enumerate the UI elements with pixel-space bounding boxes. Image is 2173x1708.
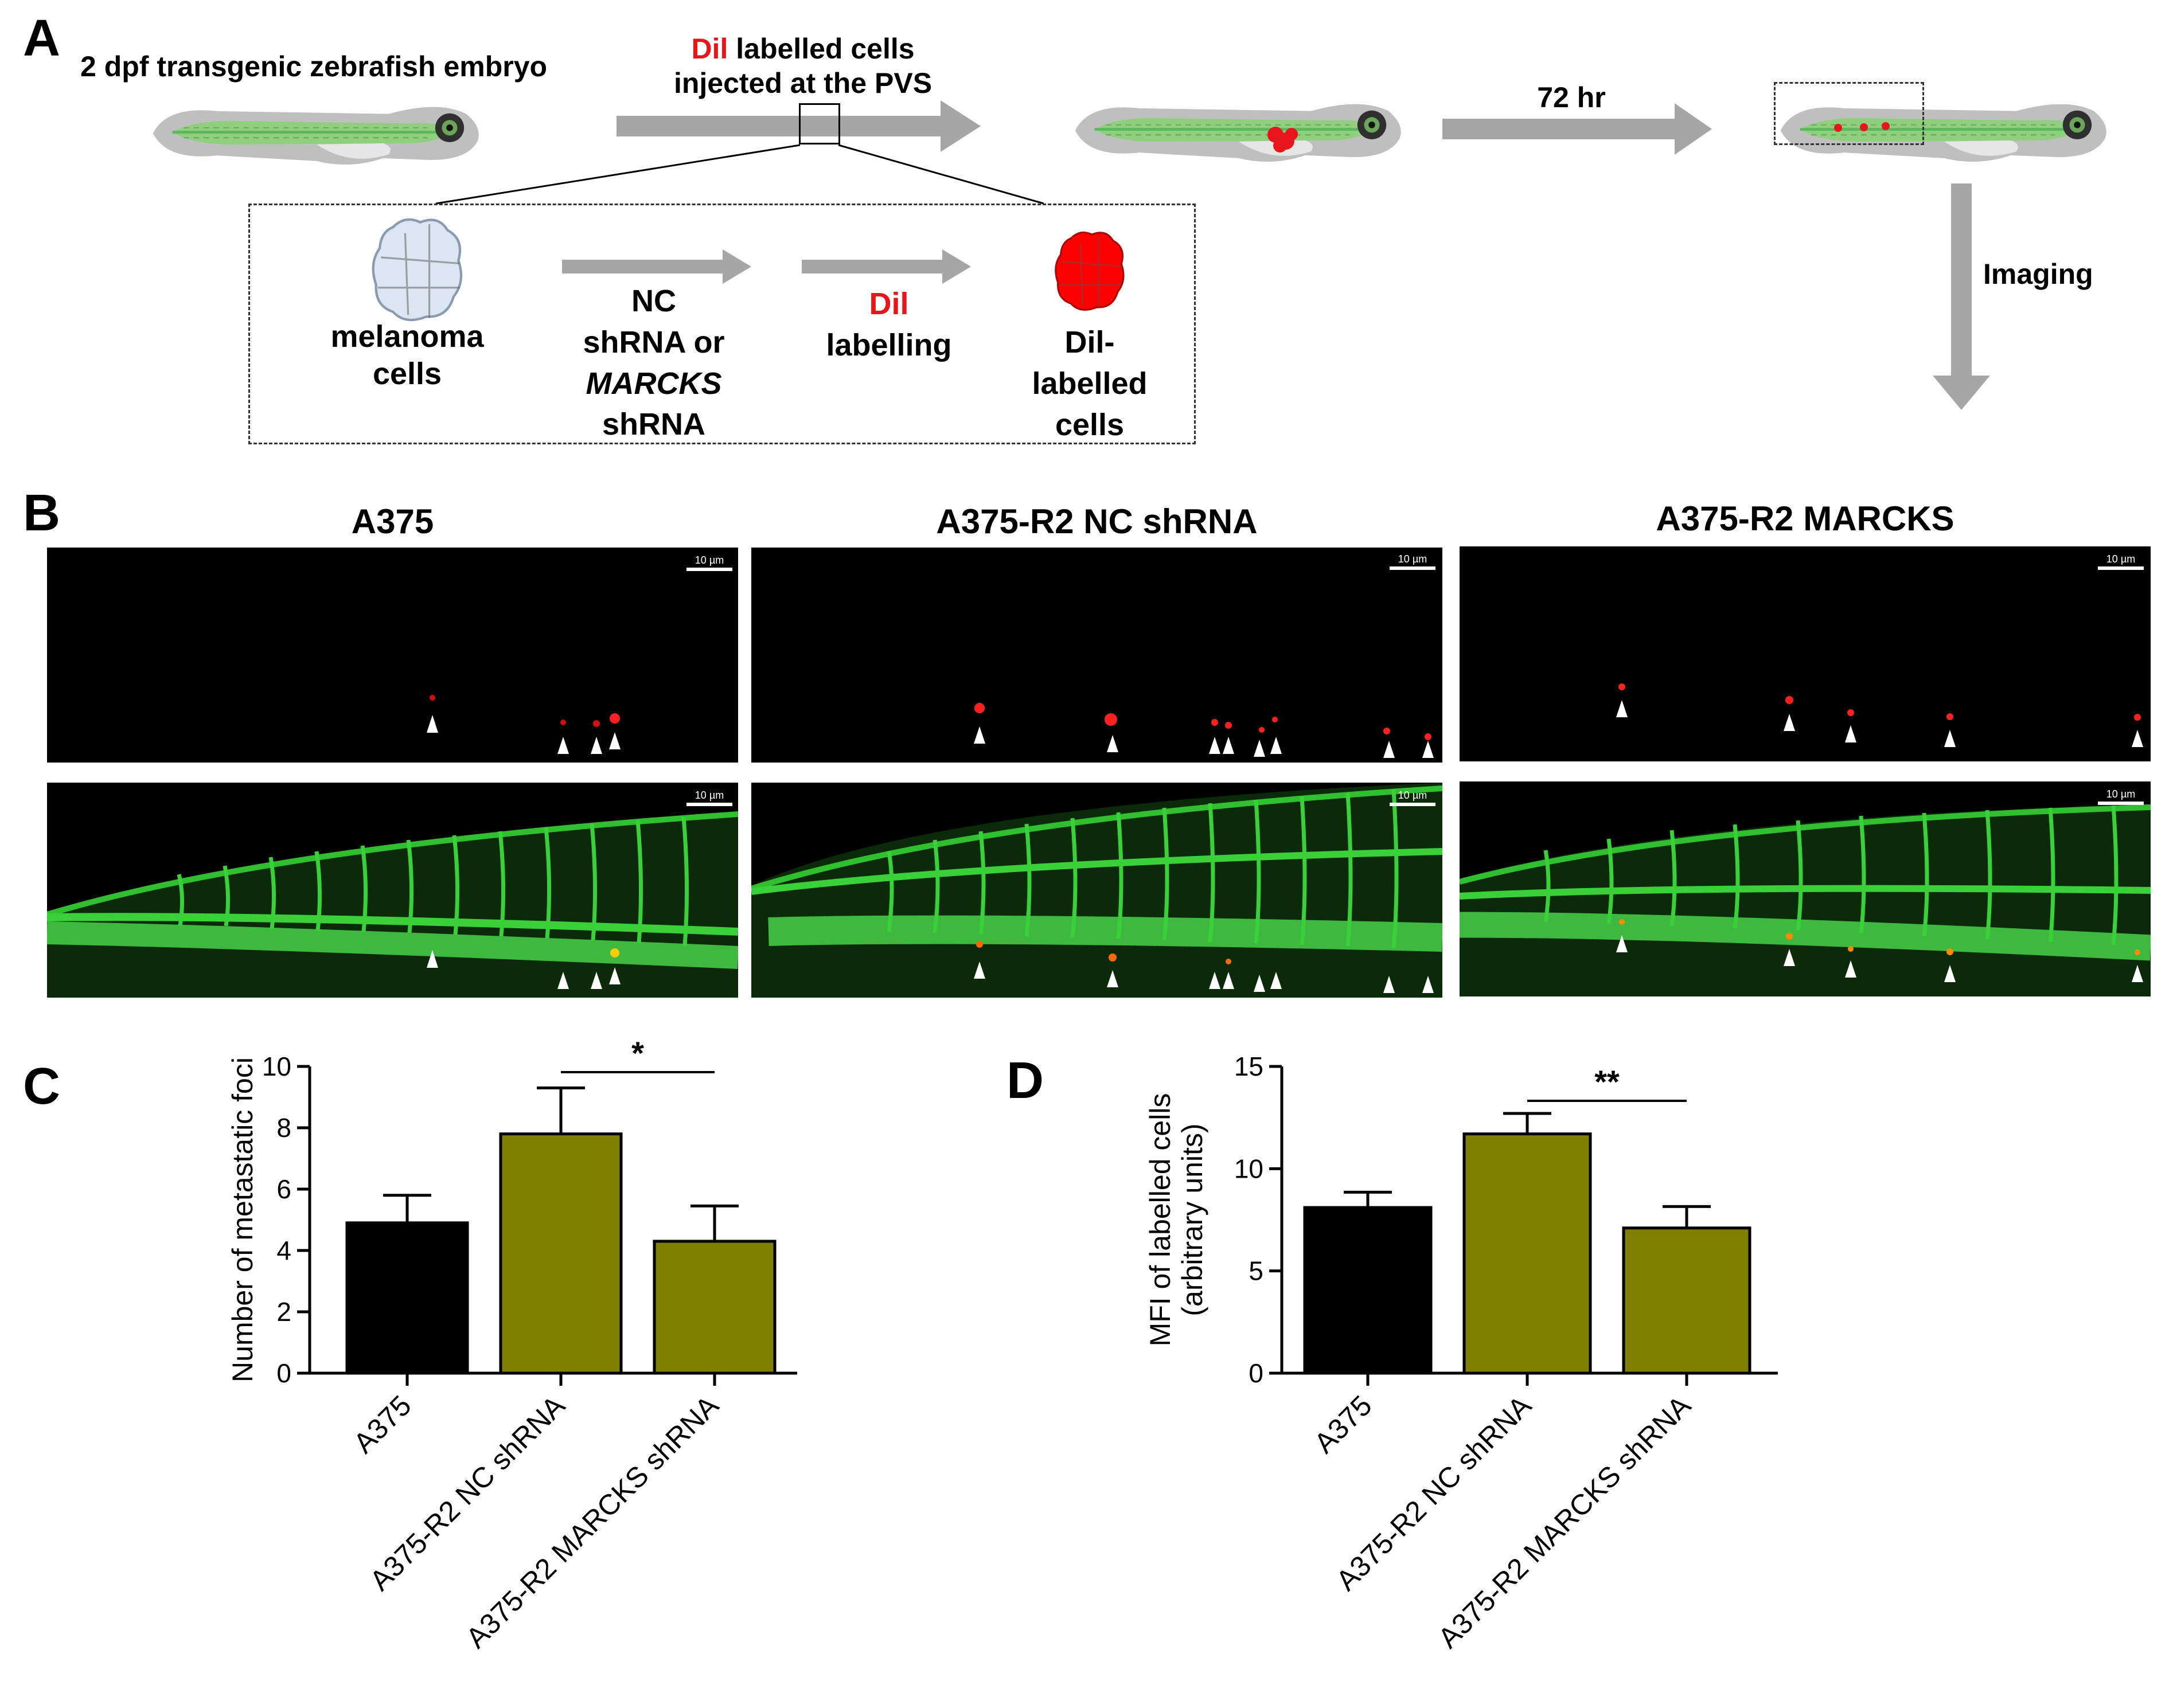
y-tick-label: 2	[276, 1297, 291, 1327]
y-tick-label: 10	[1234, 1154, 1263, 1183]
panel-letter-a: A	[23, 10, 60, 67]
x-tick-label: A375	[1308, 1389, 1378, 1459]
shrna-label: NC shRNA or MARCKS shRNA	[551, 281, 757, 445]
scale-bar: 10 µm	[1387, 553, 1438, 570]
scale-bar: 10 µm	[2095, 788, 2147, 805]
labelled-line1: Dil-	[1064, 325, 1115, 359]
scale-bar: 10 µm	[684, 789, 735, 806]
melanoma-cells-icon	[367, 215, 467, 324]
scale-bar: 10 µm	[1387, 789, 1438, 806]
x-tick-label: A375	[348, 1389, 418, 1459]
panel-letter-d: D	[1006, 1052, 1044, 1109]
time-label: 72 hr	[1537, 81, 1606, 114]
y-axis-label: Number of metastatic foci	[227, 1057, 259, 1382]
protocol-box	[248, 204, 1196, 444]
y-tick-label: 15	[1234, 1052, 1263, 1081]
micrograph-marcks-red: 10 µm	[1460, 546, 2151, 761]
inject-rest-text: labelled cells	[728, 33, 915, 65]
inject-label: Dil labelled cells injected at the PVS	[631, 32, 975, 100]
panel-letter-c: C	[23, 1058, 60, 1115]
imaging-arrow	[1933, 183, 1990, 410]
y-tick-label: 0	[276, 1358, 291, 1388]
shrna-line3: MARCKS	[586, 366, 722, 401]
inject-arrow	[617, 100, 981, 152]
y-tick-label: 5	[1249, 1256, 1263, 1286]
labelled-cells-icon	[1054, 231, 1125, 311]
panel-b-title-1: A375	[351, 502, 434, 541]
inject-line2-text: injected at the PVS	[673, 67, 933, 99]
micrograph-nc-red: 10 µm	[751, 548, 1442, 763]
significance-label: *	[631, 1035, 644, 1071]
cells-label-line2: cells	[372, 356, 442, 391]
embryo-label: 2 dpf transgenic zebrafish embryo	[80, 50, 548, 83]
micrograph-nc-green: 10 µm	[751, 783, 1442, 998]
imaging-label: Imaging	[1983, 258, 2093, 290]
imaging-region-box	[1774, 82, 1924, 145]
shrna-line1: NC	[631, 284, 676, 318]
panel-b-title-2: A375-R2 NC shRNA	[936, 502, 1258, 541]
shrna-line4: shRNA	[602, 407, 705, 442]
bar	[345, 1221, 469, 1375]
cells-label-line1: melanoma	[330, 319, 484, 354]
micrograph-marcks-green: 10 µm	[1460, 781, 2151, 996]
panel-b-title-3: A375-R2 MARCKS	[1656, 499, 1954, 538]
y-tick-label: 10	[262, 1052, 291, 1081]
injection-site-box	[799, 103, 840, 144]
inject-dil-text: Dil	[691, 33, 728, 65]
y-tick-label: 4	[276, 1236, 291, 1265]
bar	[653, 1240, 777, 1375]
dil-labelling-line1: Dil	[869, 287, 909, 321]
embryo-illustration-3	[1778, 86, 2110, 175]
micrograph-a375-red: 10 µm	[47, 548, 738, 763]
melanoma-cells-label: melanoma cells	[304, 318, 510, 393]
zoom-lines	[435, 144, 1044, 205]
embryo-illustration-2	[1072, 86, 1405, 175]
x-tick-label: A375-R2 MARCKS shRNA	[1432, 1389, 1697, 1654]
bar	[1462, 1132, 1592, 1375]
scale-bar: 10 µm	[684, 554, 735, 571]
shrna-line2: shRNA or	[583, 325, 725, 359]
significance-label: **	[1594, 1064, 1620, 1100]
scale-bar: 10 µm	[2095, 553, 2147, 570]
micrograph-a375-green: 10 µm	[47, 783, 738, 998]
labelling-arrow	[802, 249, 971, 284]
bar	[1622, 1226, 1751, 1375]
x-tick-label: A375-R2 MARCKS shRNA	[460, 1389, 725, 1654]
shrna-arrow	[562, 249, 751, 284]
dil-labelling-line2: labelling	[826, 327, 952, 362]
labelled-line2: labelled	[1032, 366, 1148, 401]
y-tick-label: 8	[276, 1113, 291, 1143]
labelled-cells-label: Dil- labelled cells	[992, 322, 1187, 445]
y-axis-label: MFI of labelled cells	[1144, 1093, 1176, 1347]
time-arrow	[1442, 103, 1712, 155]
labelled-line3: cells	[1055, 407, 1125, 442]
panel-letter-b: B	[23, 484, 60, 542]
y-axis-label: (arbitrary units)	[1176, 1123, 1208, 1316]
dil-labelling-label: Dil labelling	[797, 284, 981, 366]
y-tick-label: 6	[276, 1174, 291, 1204]
bar	[499, 1132, 623, 1375]
bar	[1303, 1206, 1433, 1375]
y-tick-label: 0	[1249, 1358, 1263, 1388]
